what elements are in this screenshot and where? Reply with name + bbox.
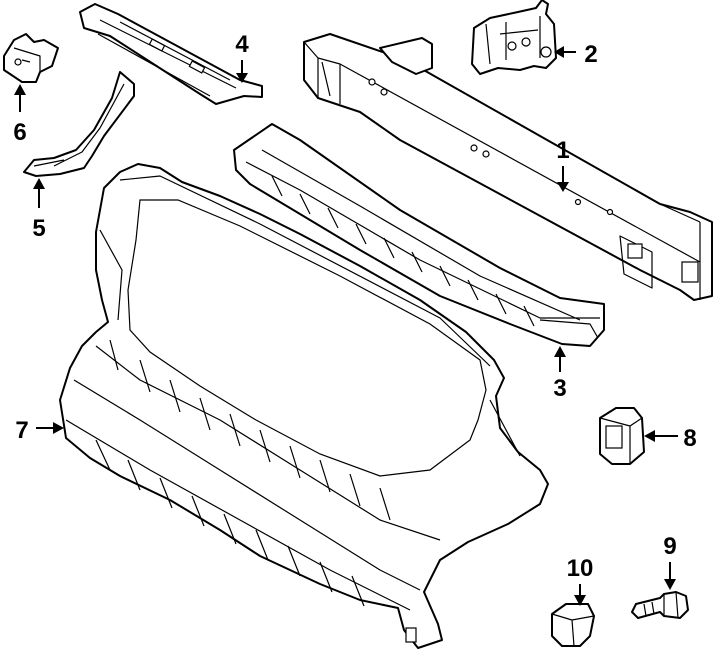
energy-absorber [233, 123, 605, 347]
callout-label-7: 7 [15, 417, 28, 444]
bracket-left [3, 33, 59, 83]
callout-label-4: 4 [235, 31, 249, 58]
callout-8: 8 [644, 425, 697, 452]
callout-label-8: 8 [683, 425, 696, 452]
callout-label-3: 3 [553, 375, 566, 402]
callout-4: 4 [235, 31, 249, 83]
mount-grommet [599, 407, 645, 465]
callout-3: 3 [553, 346, 567, 402]
callout-label-5: 5 [32, 215, 45, 242]
callout-5: 5 [32, 178, 46, 242]
callout-label-10: 10 [567, 555, 594, 582]
callout-9: 9 [663, 533, 677, 590]
callout-10: 10 [567, 555, 594, 606]
side-stay [23, 71, 135, 177]
callout-1: 1 [556, 137, 570, 192]
bolt [631, 591, 689, 619]
callout-7: 7 [15, 417, 64, 444]
callout-label-9: 9 [663, 533, 676, 560]
callout-6: 6 [13, 84, 27, 146]
callout-2: 2 [554, 41, 598, 68]
callout-label-2: 2 [584, 41, 597, 68]
callout-label-1: 1 [556, 137, 569, 164]
bumper-reinforcement-beam [303, 33, 713, 301]
clip [551, 603, 595, 647]
callout-label-6: 6 [13, 119, 26, 146]
radiator-support [59, 163, 549, 649]
bracket-right [471, 0, 557, 75]
upper-tie-bar [79, 3, 263, 105]
